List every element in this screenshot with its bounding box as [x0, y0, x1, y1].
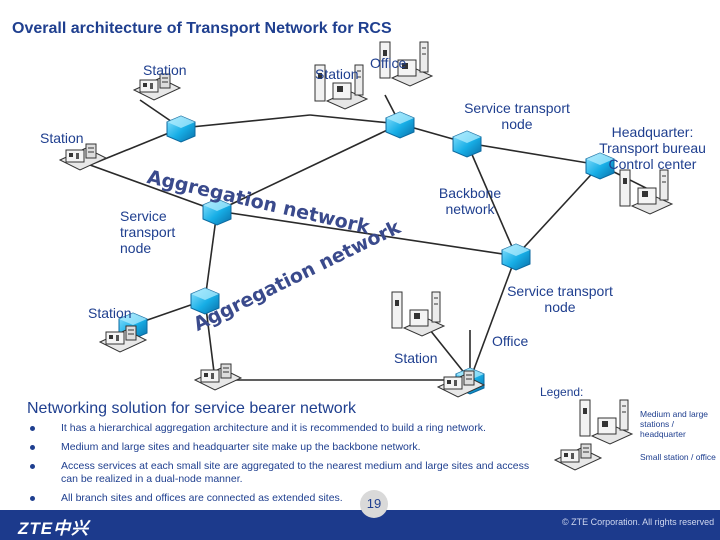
- label-station-bottom: Station: [394, 350, 438, 366]
- legend-title: Legend:: [540, 385, 584, 399]
- label-station-bottom-left: Station: [88, 305, 132, 321]
- label-service-node-left: Service transport node: [120, 208, 176, 256]
- page-number: 19: [360, 490, 388, 518]
- copyright-text: © ZTE Corporation. All rights reserved: [562, 517, 715, 527]
- page-title: Overall architecture of Transport Networ…: [12, 20, 392, 37]
- section-title: Networking solution for service bearer n…: [27, 400, 357, 417]
- label-service-node-top: Service transport node: [464, 100, 570, 132]
- bullet-dot: [30, 445, 35, 450]
- label-service-node-right: Service transport node: [507, 283, 613, 315]
- bullet-dot: [30, 426, 35, 431]
- label-backbone-network: Backbone network: [438, 185, 502, 217]
- bullet-text: Medium and large sites and headquarter s…: [61, 441, 421, 453]
- legend-small-label: Small station / office: [640, 452, 716, 462]
- label-headquarter: Headquarter: Transport bureau Control ce…: [599, 124, 706, 172]
- label-station-top-left: Station: [143, 62, 187, 78]
- label-office-top: Office: [370, 55, 407, 71]
- label-station-top-mid: Station: [315, 66, 359, 82]
- legend-large-label: Medium and large stations / headquarter: [640, 409, 709, 439]
- service-node-top: [452, 130, 482, 158]
- label-office-bottom: Office: [492, 333, 529, 349]
- bullet-text: All branch sites and offices are connect…: [61, 492, 343, 504]
- bullet-dot: [30, 464, 35, 469]
- zte-logo: ZTE中兴: [18, 519, 90, 538]
- bullet-text: It has a hierarchical aggregation archit…: [61, 422, 486, 434]
- footer-bar: [0, 510, 720, 540]
- bullet-text: Access services at each small site are a…: [61, 460, 530, 485]
- label-station-left: Station: [40, 130, 84, 146]
- bullet-dot: [30, 496, 35, 501]
